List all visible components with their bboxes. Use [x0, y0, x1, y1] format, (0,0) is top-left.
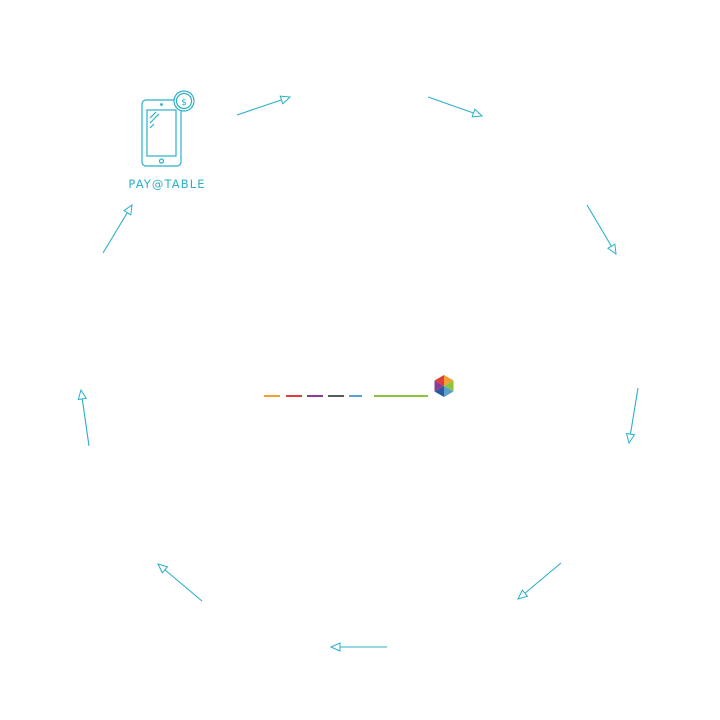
arrow-1 — [236, 95, 292, 116]
smartphone-payment-icon — [141, 90, 195, 167]
arrow-9 — [102, 203, 133, 254]
arrow-5 — [517, 562, 562, 600]
pay-at-table-node: $ PAY@TABLE — [128, 90, 205, 191]
arrow-4 — [625, 387, 639, 445]
arrow-8 — [77, 388, 90, 447]
arrow-2 — [427, 96, 484, 118]
dollar-badge-symbol: $ — [181, 98, 187, 108]
arrow-3 — [586, 204, 617, 256]
center-logo — [264, 375, 454, 397]
hexagon-logo-icon — [434, 375, 454, 397]
cycle-arrows — [77, 95, 639, 652]
arrow-7 — [157, 563, 203, 602]
pay-at-table-label: PAY@TABLE — [128, 177, 205, 191]
